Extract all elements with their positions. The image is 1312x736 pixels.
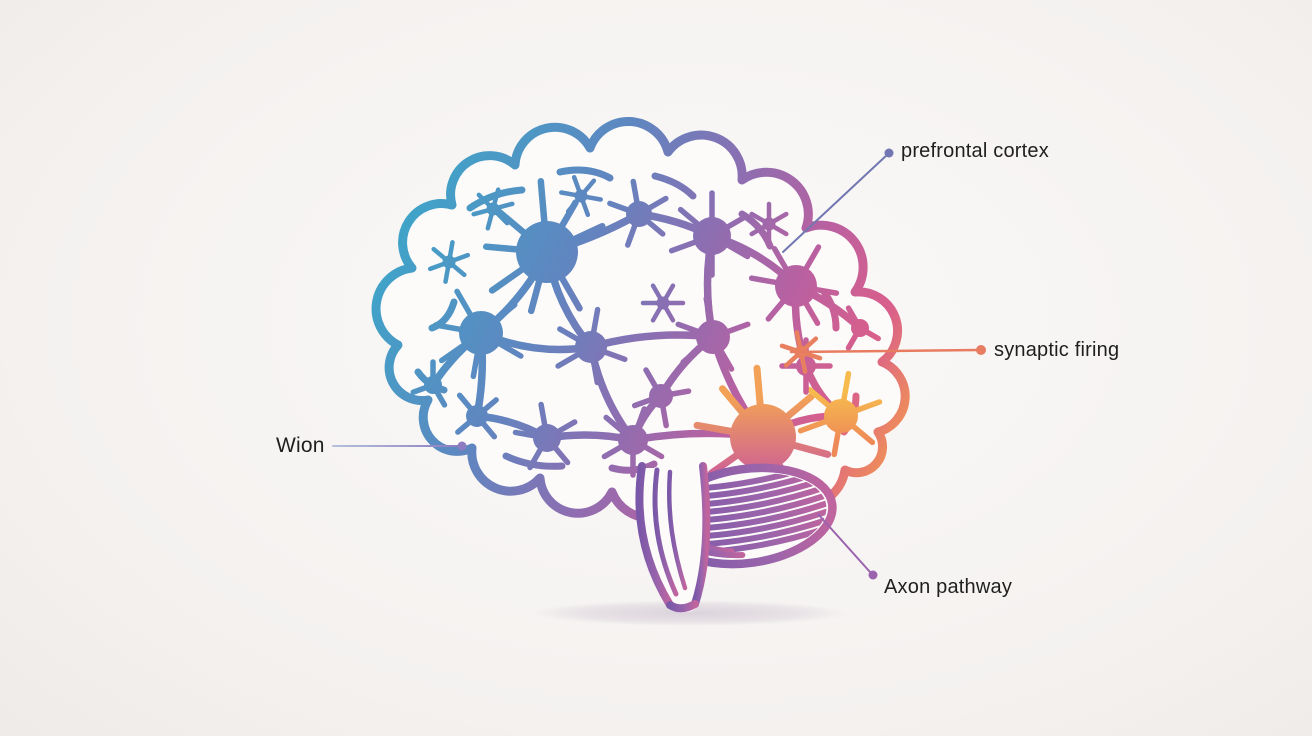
- leader-dot: [976, 345, 986, 355]
- label-synaptic-firing: synaptic firing: [994, 339, 1120, 361]
- label-axon-pathway: Axon pathway: [884, 576, 1013, 598]
- brain-stem: [635, 462, 711, 613]
- leader-wion: [332, 441, 467, 451]
- label-wion: Wion: [276, 434, 325, 457]
- leader-dot: [868, 570, 878, 580]
- leader-synaptic-firing: [789, 345, 986, 355]
- leader-axon-pathway: [817, 513, 878, 580]
- leader-prefrontal-cortex: [782, 148, 894, 253]
- label-prefrontal-cortex: prefrontal cortex: [901, 140, 1049, 162]
- leader-dot: [884, 148, 894, 158]
- leader-dot: [457, 441, 467, 451]
- ground-shadow: [532, 600, 848, 626]
- neural-network: [410, 174, 883, 505]
- cerebrum-outline: [371, 117, 910, 523]
- leader-lines: [332, 148, 986, 580]
